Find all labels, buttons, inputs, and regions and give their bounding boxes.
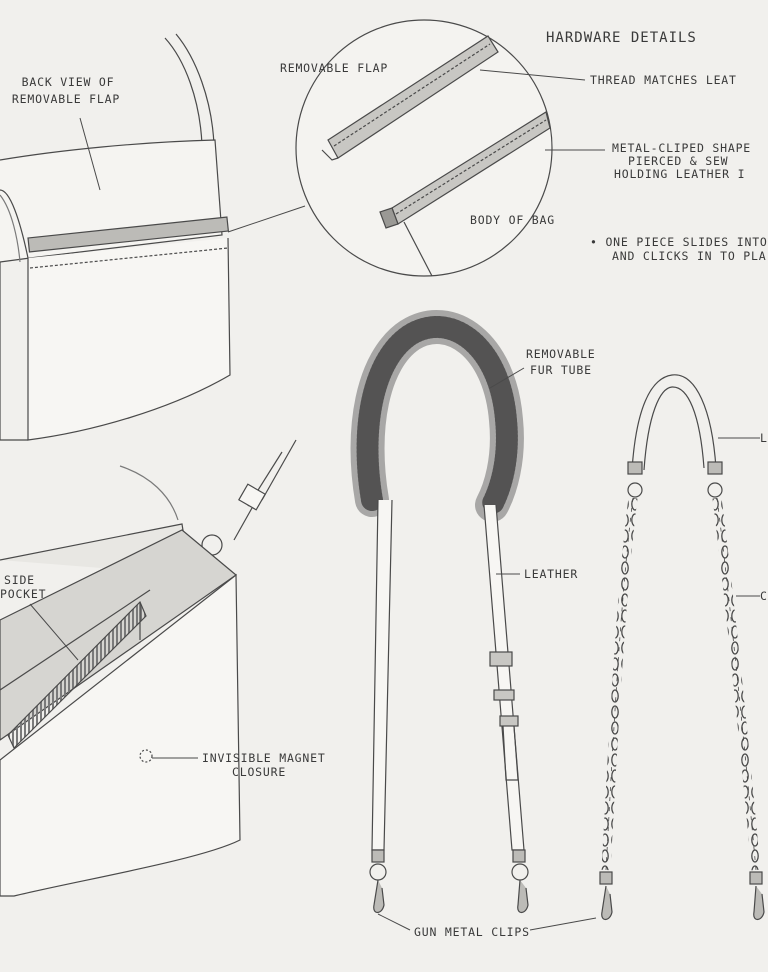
metal-cliped-label-line2: PIERCED & SEW [628,154,729,168]
metal-cliped-label-line3: HOLDING LEATHER I [614,167,746,181]
metal-cliped-label-line1: METAL-CLIPED SHAPE [612,141,752,155]
hardware-detail-circle [295,19,605,277]
removable-fur-label-line2: FUR TUBE [530,363,592,377]
chain-strap [377,374,765,931]
body-of-bag-label: BODY OF BAG [470,213,555,227]
removable-fur-label-line1: REMOVABLE [526,347,596,361]
thread-matches-label: THREAD MATCHES LEAT [590,73,737,87]
gun-metal-clips-label: GUN METAL CLIPS [414,925,530,939]
chain-label-edge: C [760,589,768,603]
invisible-magnet-label-line2: CLOSURE [232,765,287,779]
fur-tube-strap [350,310,529,914]
removable-flap-label: REMOVABLE FLAP [280,61,389,75]
back-view-label-line2: REMOVABLE FLAP [11,92,121,106]
bag-back-view [0,33,306,441]
slides-note-line1: • ONE PIECE SLIDES INTO [590,235,768,249]
hardware-details-title: HARDWARE DETAILS [546,30,697,46]
inside-pocket-label-line2: POCKET [0,587,47,601]
leather-label: LEATHER [524,567,579,581]
inside-pocket-label-line1: SIDE [4,573,35,587]
back-view-label-line1: BACK VIEW OF [21,75,115,89]
leather-label-edge: L [760,431,768,445]
invisible-magnet-label-line1: INVISIBLE MAGNET [202,751,326,765]
bag-inside-view [0,439,297,897]
slides-note-line2: AND CLICKS IN TO PLA [612,249,767,263]
